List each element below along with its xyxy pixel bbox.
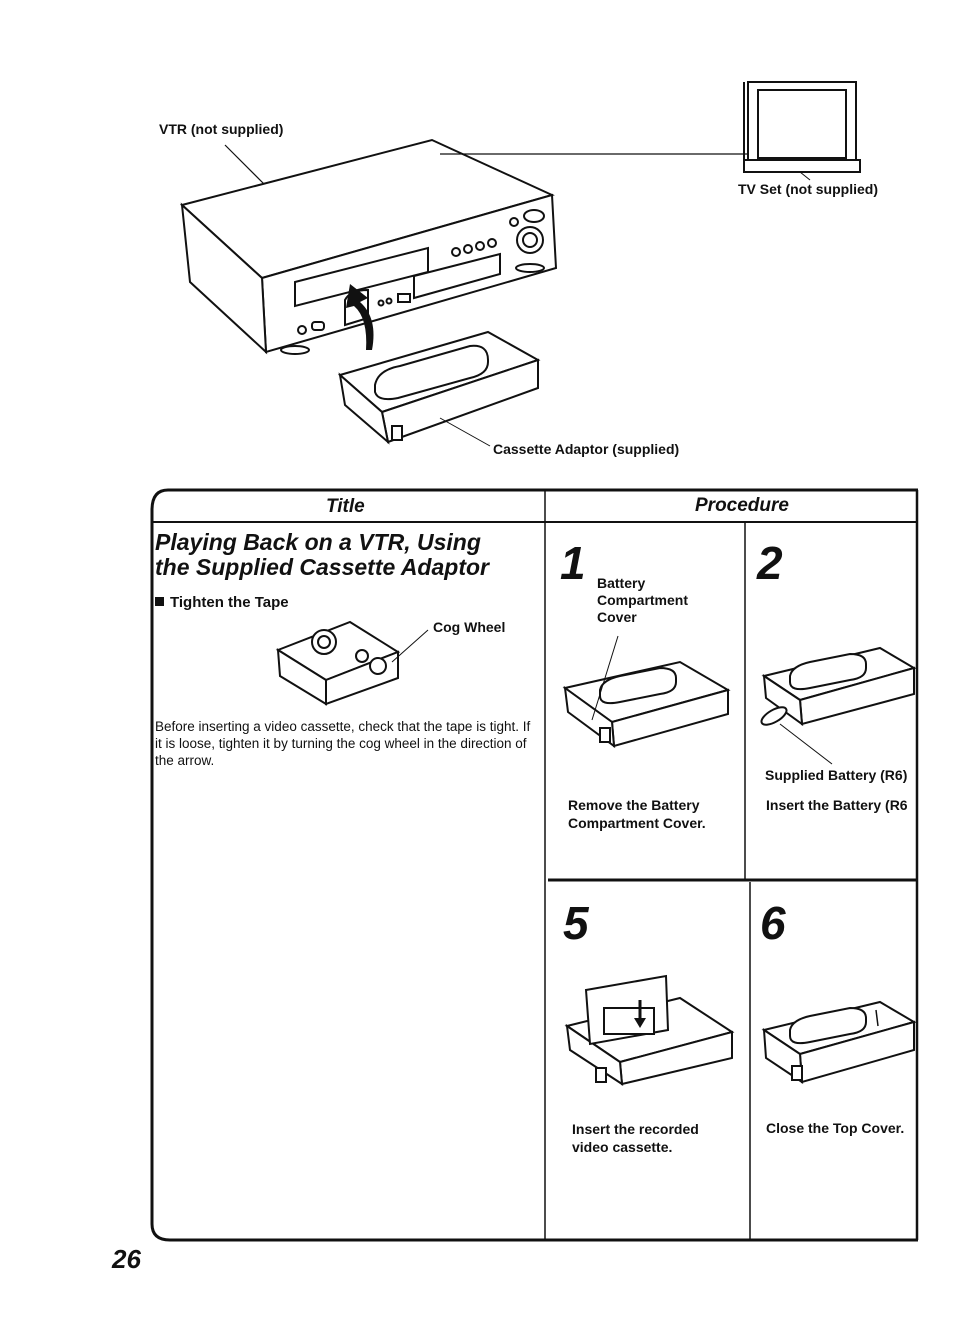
step-6-caption: Close the Top Cover. [766,1120,905,1136]
step-2-caption: Insert the Battery (R6 [766,797,908,813]
step-1-caption: Remove the Battery Compartment Cover. [568,796,706,832]
step-2-number: 2 [757,537,783,589]
step-5-caption: Insert the recorded video cassette. [572,1120,699,1156]
step-5-caption-line1: Insert the recorded [572,1121,699,1137]
step-5-number: 5 [563,897,589,949]
tighten-text: Before inserting a video cassette, check… [155,719,531,768]
tighten-heading-text: Tighten the Tape [170,594,289,611]
step-1-callout-line2: Compartment [597,592,689,608]
step-1-caption-line2: Compartment Cover. [568,815,706,831]
cog-wheel-label: Cog Wheel [433,619,506,635]
step-6-number: 6 [760,897,786,949]
adaptor-label: Cassette Adaptor (supplied) [493,441,680,457]
step-2-callout: Supplied Battery (R6) [765,767,908,783]
section-title: Playing Back on a VTR, Using the Supplie… [155,530,489,580]
section-title-line2: the Supplied Cassette Adaptor [155,554,489,580]
step-1-number: 1 [560,537,586,589]
step-5-caption-line2: video cassette. [572,1139,673,1155]
step-1-callout-line3: Cover [597,609,637,625]
tighten-heading: Tighten the Tape [155,594,289,611]
vtr-illustration [179,81,861,447]
step-1-caption-line1: Remove the Battery [568,797,700,813]
tv-label: TV Set (not supplied) [738,181,878,197]
square-bullet-icon [155,597,164,606]
procedure-header: Procedure [695,495,789,516]
vtr-label: VTR (not supplied) [159,121,284,137]
page-number: 26 [112,1244,141,1274]
section-title-line1: Playing Back on a VTR, Using [155,529,481,555]
step-1-callout-line1: Battery [597,575,646,591]
title-header: Title [326,496,365,517]
step-1-callout: Battery Compartment Cover [597,575,688,626]
